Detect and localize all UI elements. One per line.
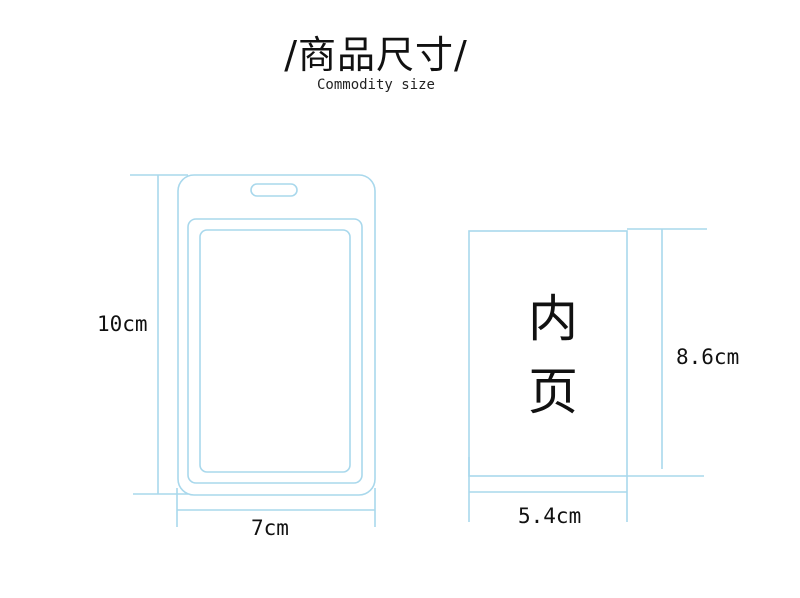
badge-holder-inner-frame	[187, 218, 363, 484]
badge-holder-window	[199, 229, 351, 473]
page-subtitle: Commodity size	[316, 77, 435, 93]
lanyard-slot	[250, 183, 298, 197]
badge-height-label: 10cm	[97, 312, 148, 336]
inner-page-outline	[468, 230, 628, 477]
inner-width-label: 5.4cm	[518, 504, 582, 528]
inner-height-label: 8.6cm	[676, 345, 740, 369]
page-title: /商品尺寸/	[284, 33, 468, 77]
badge-holder-outline	[177, 174, 376, 496]
inner-page-text-line1: 内	[528, 290, 578, 348]
inner-page-text-line2: 页	[528, 363, 578, 421]
badge-width-label: 7cm	[251, 516, 289, 540]
